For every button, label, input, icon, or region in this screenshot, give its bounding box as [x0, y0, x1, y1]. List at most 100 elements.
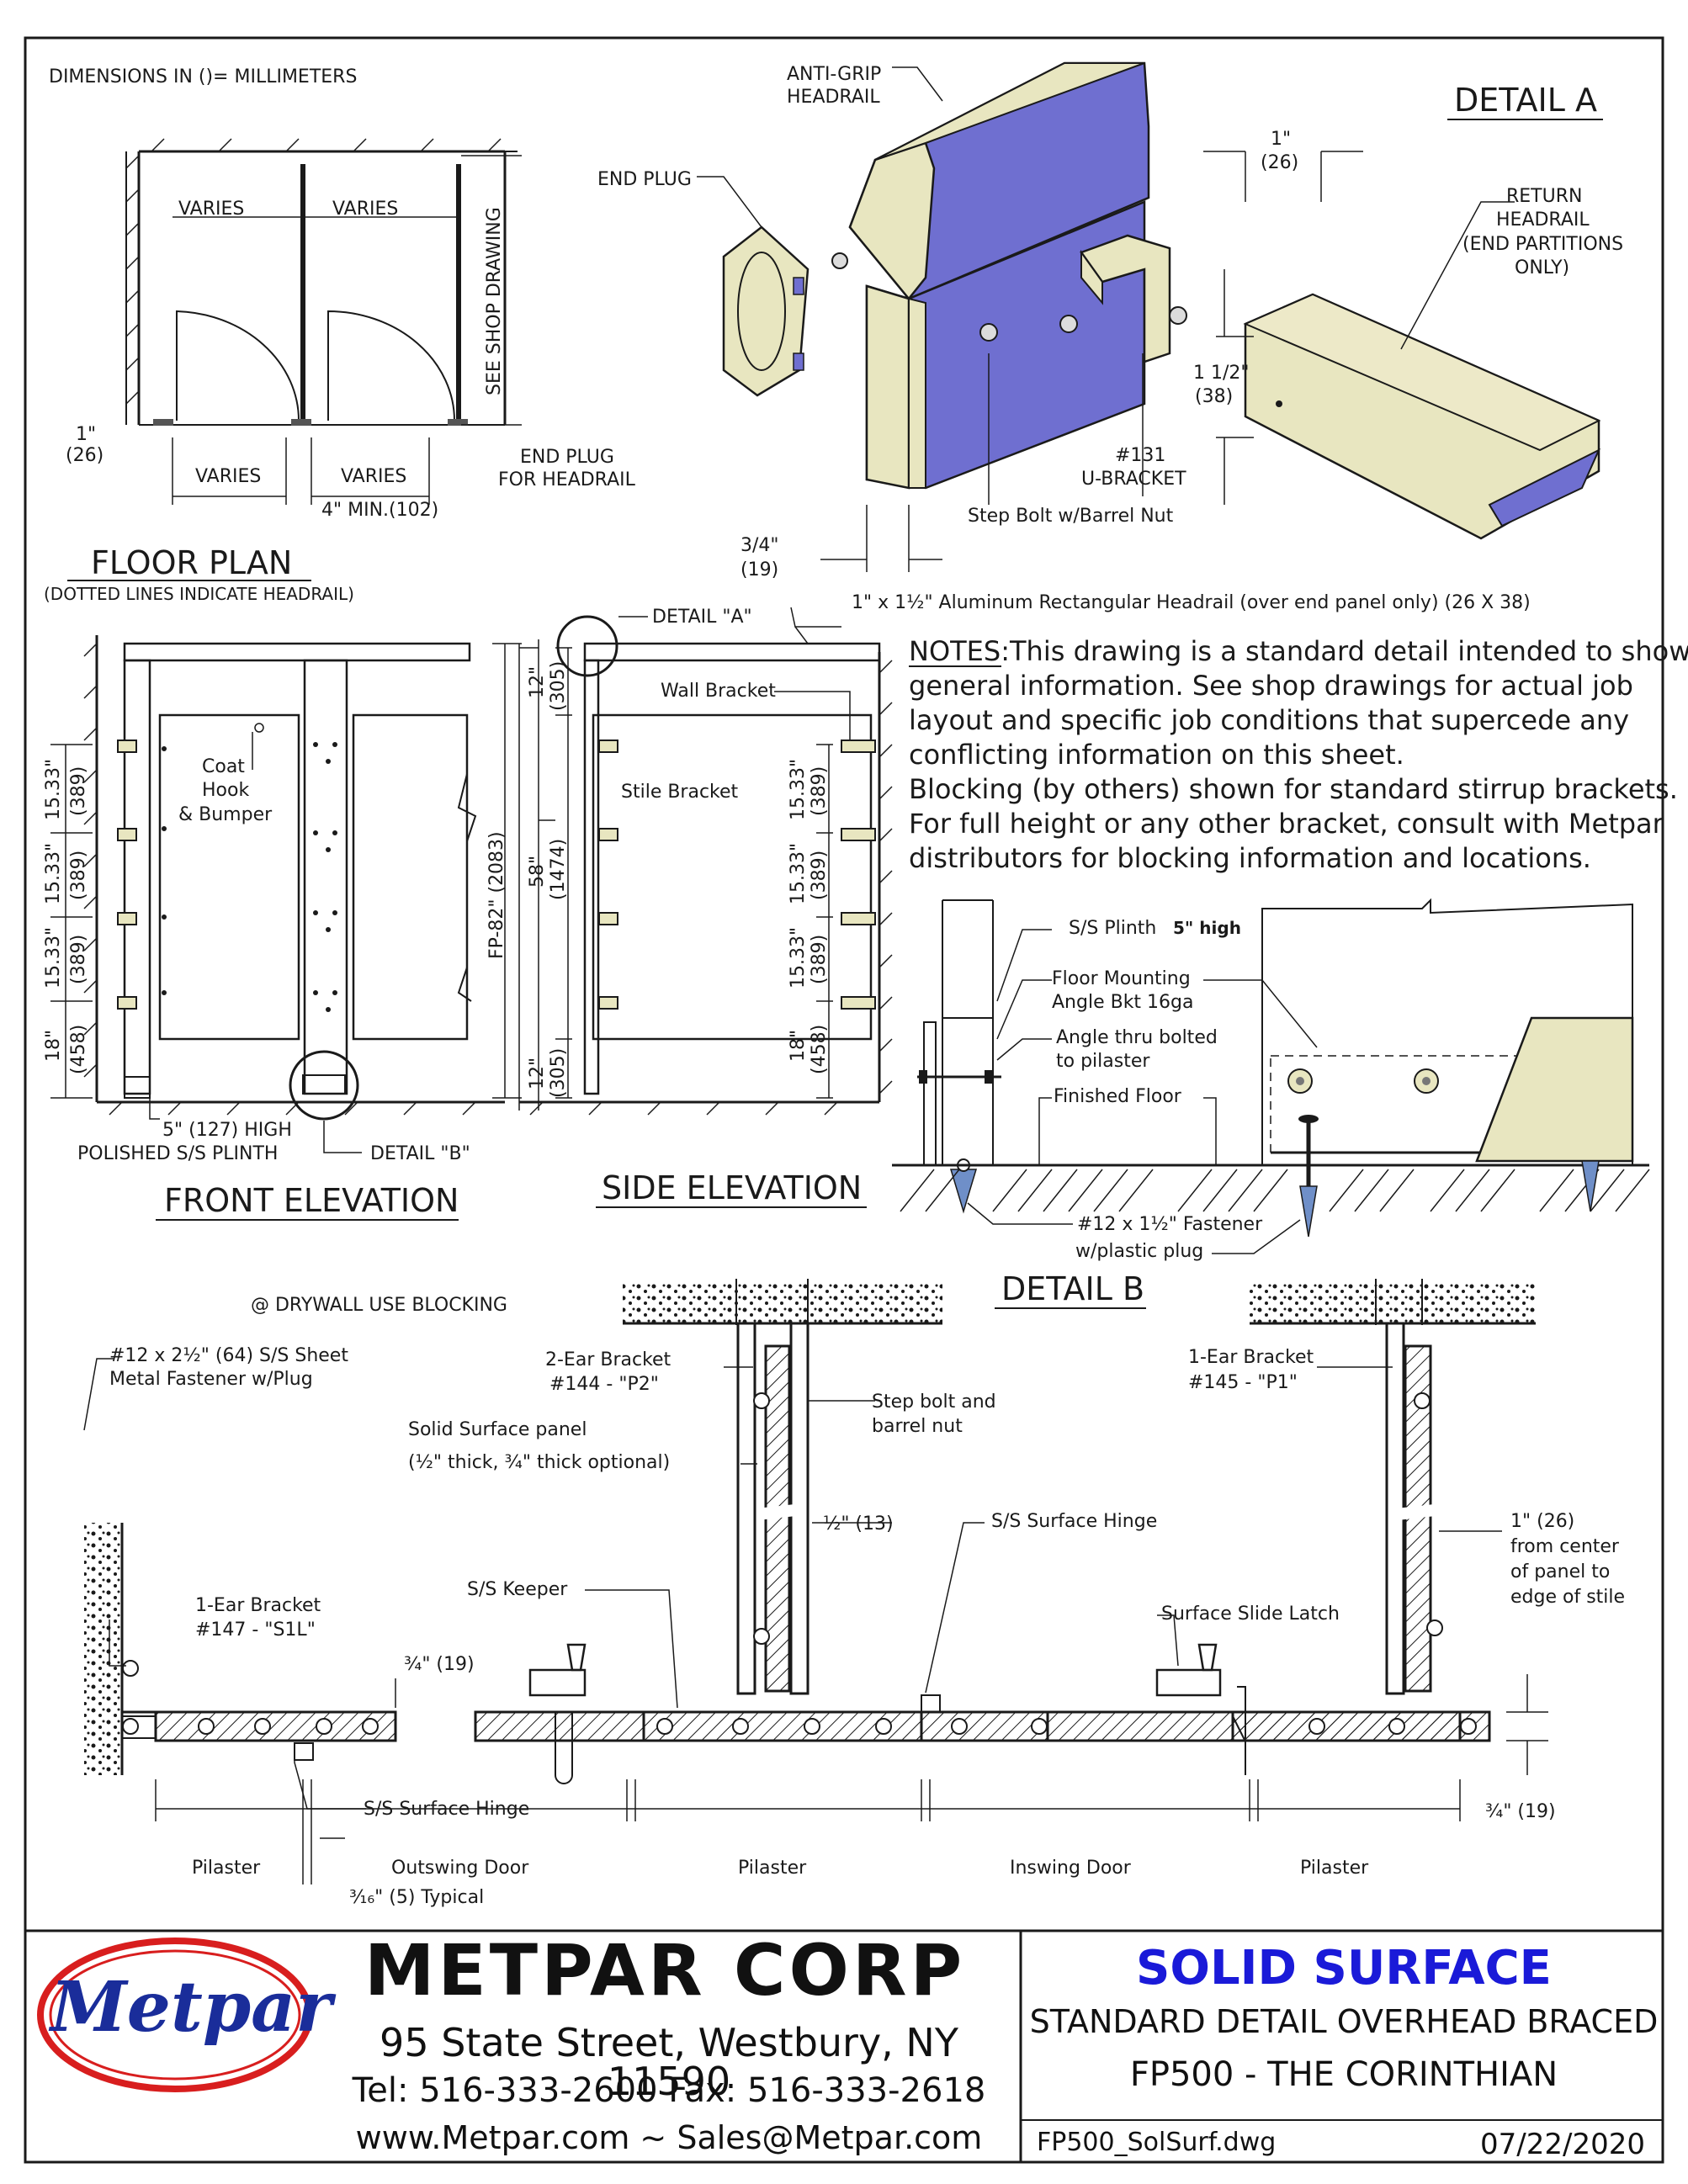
side-dim-389-c: (389) — [809, 935, 830, 984]
plan-solid-panel-2: (½" thick, ¾" thick optional) — [408, 1452, 670, 1473]
detail-b-drawing — [892, 898, 1650, 1254]
notes-line-1: This drawing is a standard detail intend… — [1009, 635, 1688, 667]
detail-b-fastener-2: w/plastic plug — [1075, 1241, 1203, 1262]
side-dim-18: 18" — [788, 1030, 809, 1062]
plan-one-inch-3: of panel to — [1510, 1561, 1610, 1582]
floor-plan-subtitle: (DOTTED LINES INDICATE HEADRAIL) — [44, 584, 354, 604]
side-dim-12-top: 12" — [527, 666, 548, 698]
side-stile-bracket: Stile Bracket — [621, 782, 739, 803]
detail-a-return-4: ONLY) — [1515, 257, 1569, 278]
floor-plan-varies-1: VARIES — [178, 199, 244, 220]
detail-b-fastener-1: #12 x 1½" Fastener — [1077, 1214, 1263, 1235]
sheet-border — [24, 36, 1664, 2164]
detail-b-angle-1: Angle thru bolted — [1056, 1027, 1218, 1048]
company-web: www.Metpar.com ~ Sales@Metpar.com — [355, 2119, 983, 2156]
front-elevation-drawing — [50, 635, 522, 1153]
plan-outswing: Outswing Door — [391, 1858, 529, 1879]
front-dim-1533-c: 15.33" — [43, 927, 64, 989]
front-plinth-2: POLISHED S/S PLINTH — [77, 1143, 278, 1164]
front-plinth-1: 5" (127) HIGH — [162, 1120, 292, 1141]
floor-plan-one-inch: 1" — [76, 424, 96, 445]
detail-b-plinth: S/S Plinth — [1069, 918, 1156, 939]
detail-a-return-1: RETURN — [1506, 186, 1582, 207]
floor-plan-end-plug-2: FOR HEADRAIL — [498, 469, 636, 490]
plan-ss-hinge-bottom: S/S Surface Hinge — [364, 1799, 529, 1820]
detail-a-return-3: (END PARTITIONS — [1462, 234, 1623, 255]
detail-b-title: DETAIL B — [1001, 1270, 1144, 1307]
detail-a-dim-1half: 1 1/2" — [1193, 363, 1250, 384]
side-dim-458: (458) — [809, 1025, 830, 1074]
detail-a-dim-1half-mm: (38) — [1195, 386, 1233, 407]
plan-pilaster-3: Pilaster — [1300, 1858, 1369, 1879]
side-dim-1533-a: 15.33" — [788, 759, 809, 820]
front-dim-389-c: (389) — [68, 935, 89, 984]
drawing-date: 07/22/2020 — [1480, 2128, 1645, 2161]
plan-step-bolt-1: Step bolt and — [872, 1392, 996, 1413]
side-dim-389-a: (389) — [809, 766, 830, 816]
detail-a-u-bracket-2: U-BRACKET — [1081, 469, 1186, 490]
notes-line-2: general information. See shop drawings f… — [909, 670, 1633, 702]
plan-one-ear-145-2: #145 - "P1" — [1188, 1372, 1298, 1393]
side-elevation-drawing — [518, 607, 893, 1116]
detail-a-dim-34: 3/4" — [740, 535, 779, 556]
front-dim-1533-b: 15.33" — [43, 843, 64, 904]
u-bracket-illustration — [831, 234, 1187, 363]
detail-a-dim-1in: 1" — [1271, 129, 1291, 150]
plan-ss-hinge-top: S/S Surface Hinge — [991, 1511, 1157, 1532]
plan-two-ear-1: 2-Ear Bracket — [545, 1349, 671, 1370]
drawing-file-name: FP500_SolSurf.dwg — [1037, 2128, 1277, 2157]
detail-a-title: DETAIL A — [1454, 82, 1597, 119]
notes-line-4: conflicting information on this sheet. — [909, 739, 1404, 771]
detail-a-anti-grip-1: ANTI-GRIP — [787, 64, 881, 85]
side-elevation-title: SIDE ELEVATION — [602, 1169, 862, 1206]
front-coat-1: Coat — [202, 756, 245, 777]
front-detail-b-ref: DETAIL "B" — [370, 1143, 470, 1164]
plan-inswing: Inswing Door — [1010, 1858, 1132, 1879]
front-coat-2: Hook — [202, 780, 249, 801]
notes-line-3: layout and specific job conditions that … — [909, 704, 1629, 736]
side-dim-305-bottom: (305) — [548, 1048, 569, 1098]
metpar-logo: Metpar — [50, 1967, 332, 2048]
detail-b-finished-floor: Finished Floor — [1054, 1086, 1182, 1107]
detail-a-dim-1in-mm: (26) — [1261, 152, 1298, 173]
plan-one-inch-1: 1" (26) — [1510, 1511, 1574, 1532]
plan-one-inch-2: from center — [1510, 1536, 1620, 1557]
side-dim-305-top: (305) — [548, 661, 569, 711]
plan-sheet-fastener-1: #12 x 2½" (64) S/S Sheet — [109, 1345, 348, 1366]
anti-grip-headrail-illustration — [848, 61, 1150, 490]
side-detail-a-ref: DETAIL "A" — [652, 607, 752, 628]
floor-plan-title: FLOOR PLAN — [91, 544, 292, 581]
detail-b-plinth-small: 5" high — [1173, 918, 1241, 938]
detail-a-u-bracket-1: #131 — [1115, 445, 1165, 466]
front-dim-1533-a: 15.33" — [43, 759, 64, 820]
plan-sheet-fastener-2: Metal Fastener w/Plug — [109, 1369, 313, 1390]
side-dim-1474: (1474) — [548, 839, 569, 900]
company-name: METPAR CORP — [364, 1929, 966, 2012]
detail-a-dim-34-mm: (19) — [740, 559, 778, 580]
side-wall-bracket: Wall Bracket — [661, 681, 776, 702]
plan-ss-keeper: S/S Keeper — [467, 1579, 568, 1600]
end-plug-illustration — [722, 225, 809, 397]
detail-b-floor-mount-2: Angle Bkt 16ga — [1052, 992, 1194, 1013]
side-dim-58: 58" — [527, 856, 548, 888]
front-fp82: FP-82" (2083) — [486, 831, 507, 959]
detail-b-angle-2: to pilaster — [1056, 1051, 1150, 1072]
plan-pilaster-2: Pilaster — [738, 1858, 807, 1879]
notes-line-5: Blocking (by others) shown for standard … — [909, 773, 1678, 805]
detail-a-step-bolt: Step Bolt w/Barrel Nut — [968, 506, 1174, 527]
plan-one-inch-4: edge of stile — [1510, 1587, 1625, 1608]
company-phone: Tel: 516-333-2600 Fax: 516-333-2618 — [352, 2071, 986, 2110]
side-headrail-note: 1" x 1½" Aluminum Rectangular Headrail (… — [852, 592, 1531, 613]
notes-line-6: For full height or any other bracket, co… — [909, 808, 1664, 840]
side-dim-12-bottom: 12" — [527, 1058, 548, 1089]
front-elevation-title: FRONT ELEVATION — [164, 1182, 459, 1219]
product-name: SOLID SURFACE — [1136, 1941, 1552, 1996]
detail-a-end-plug: END PLUG — [597, 169, 692, 190]
plan-pilaster-1: Pilaster — [192, 1858, 261, 1879]
floor-plan-min-gap: 4" MIN.(102) — [321, 500, 438, 521]
floor-plan-end-plug-1: END PLUG — [520, 447, 614, 468]
dimensions-note: DIMENSIONS IN ()= MILLIMETERS — [49, 66, 357, 87]
return-headrail-illustration — [1243, 293, 1601, 540]
side-dim-1533-b: 15.33" — [788, 843, 809, 904]
detail-a-anti-grip-2: HEADRAIL — [787, 87, 880, 108]
